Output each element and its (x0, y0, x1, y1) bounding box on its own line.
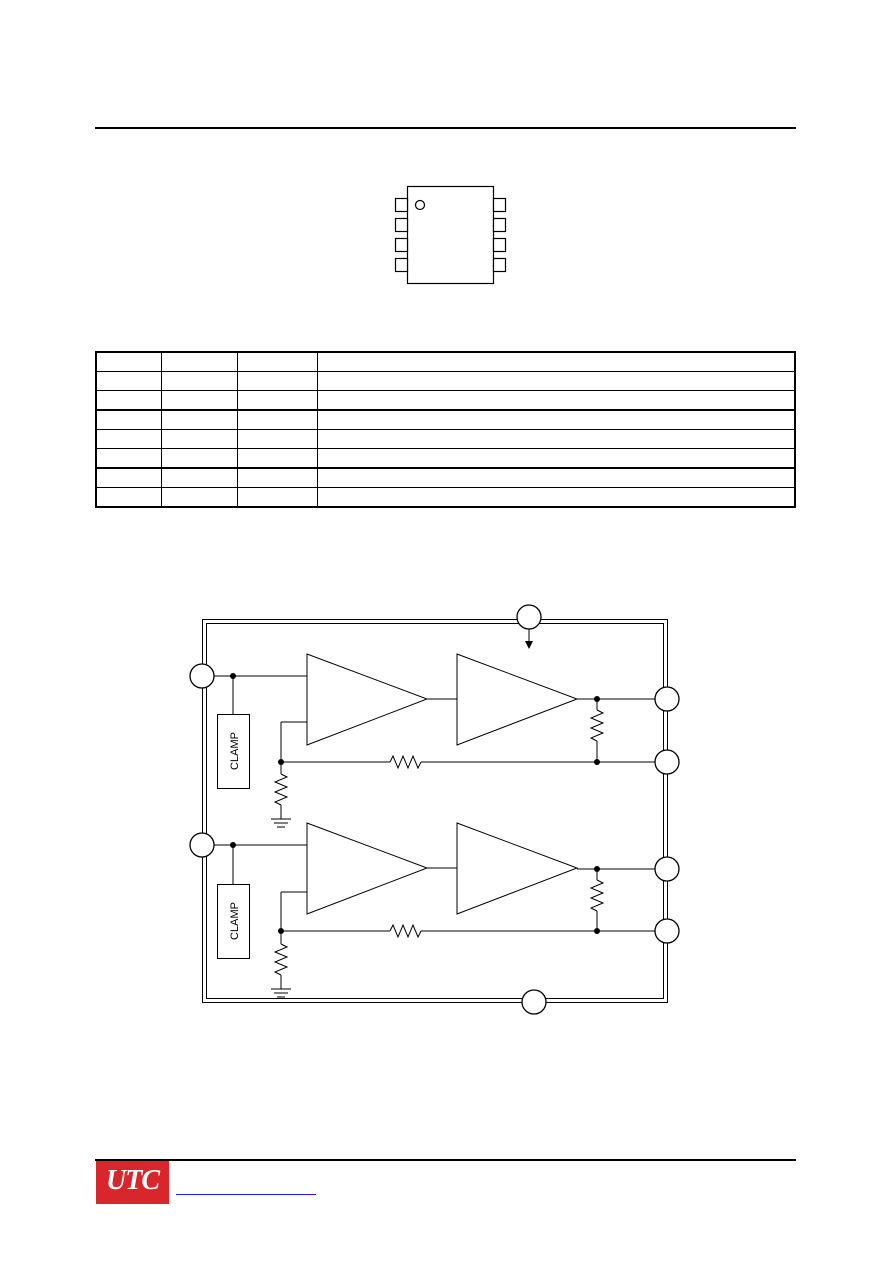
header-rule (95, 127, 796, 129)
table-cell (316, 371, 796, 391)
logo-text: UTC (106, 1165, 160, 1196)
table-cell (236, 467, 318, 488)
junction-dot (594, 759, 600, 765)
table-cell (160, 429, 238, 449)
resistor-icon (389, 923, 422, 939)
amplifier-2b (456, 822, 579, 915)
chip-outline-inner (206, 623, 664, 999)
table-row (95, 487, 796, 508)
table-cell (236, 371, 318, 391)
package-pin (492, 257, 507, 273)
table-cell (160, 390, 238, 411)
table-cell (160, 448, 238, 469)
resistor-icon (589, 709, 605, 742)
utc-logo: UTC (96, 1161, 169, 1204)
table-cell (95, 351, 162, 372)
pin-circle-out2 (654, 856, 680, 882)
pin-circle-gnd (521, 989, 547, 1015)
package-pin (394, 197, 409, 213)
table-cell (95, 409, 162, 430)
table-cell (95, 390, 162, 411)
table-row (95, 390, 796, 411)
table-cell (236, 429, 318, 449)
pin-circle-in2 (189, 832, 215, 858)
package-pin (394, 237, 409, 253)
clamp-label-top: CLAMP (229, 732, 241, 770)
table-cell (160, 409, 238, 430)
table-cell (236, 390, 318, 411)
table-cell (316, 409, 796, 430)
ground-icon (271, 988, 291, 998)
junction-dots (230, 673, 600, 934)
pin-circle-in1 (189, 663, 215, 689)
table-cell (316, 429, 796, 449)
table-row (95, 429, 796, 449)
table-cell (160, 467, 238, 488)
table-cell (316, 390, 796, 411)
table-cell (236, 487, 318, 508)
resistor-icon (273, 943, 289, 976)
package-pins-right (492, 197, 507, 273)
junction-dot (594, 928, 600, 934)
pin-description-table (95, 351, 796, 508)
resistor-icon (273, 773, 289, 806)
junction-dot (230, 842, 236, 848)
pin-circle-fb1 (654, 749, 680, 775)
table-cell (160, 371, 238, 391)
table-row (95, 448, 796, 469)
supply-arrow-icon (525, 629, 533, 649)
package-pin (492, 237, 507, 253)
package-drawing (394, 185, 507, 285)
package-pin (492, 217, 507, 233)
table-cell (95, 487, 162, 508)
clamp-box-top (217, 714, 250, 789)
pin-circle-out1 (654, 686, 680, 712)
junction-dot (278, 759, 284, 765)
footer-link-underline[interactable] (176, 1194, 316, 1195)
package-pin (394, 217, 409, 233)
chip-outline-outer (202, 619, 668, 1003)
table-cell (316, 467, 796, 488)
package-pins-left (394, 197, 409, 273)
ground-icon (271, 818, 291, 828)
table-cell (316, 351, 796, 372)
footer-rule (95, 1159, 796, 1161)
junction-dot (230, 673, 236, 679)
table-cell (95, 371, 162, 391)
junction-dot (594, 696, 600, 702)
table-cell (95, 448, 162, 469)
pin1-marker-icon (414, 199, 426, 211)
table-cell (236, 448, 318, 469)
table-row (95, 371, 796, 391)
resistor-icon (589, 879, 605, 912)
table-cell (236, 409, 318, 430)
junction-dot (594, 866, 600, 872)
amplifier-1a (306, 653, 429, 746)
table-cell (316, 487, 796, 508)
amplifier-1b (456, 653, 579, 746)
table-cell (95, 467, 162, 488)
junction-dot (278, 928, 284, 934)
package-pin (394, 257, 409, 273)
pin-circle-vcc (516, 604, 542, 630)
table-cell (95, 429, 162, 449)
table-cell (316, 448, 796, 469)
table-cell (160, 487, 238, 508)
clamp-box-bottom (217, 884, 250, 959)
table-row (95, 351, 796, 372)
amplifier-2a (306, 822, 429, 915)
pin-circle-fb2 (654, 918, 680, 944)
table-cell (160, 351, 238, 372)
table-cell (236, 351, 318, 372)
resistor-icon (389, 754, 422, 770)
block-diagram: CLAMP CLAMP (189, 604, 680, 1015)
package-pin (492, 197, 507, 213)
clamp-label-bottom: CLAMP (229, 902, 241, 940)
table-row (95, 409, 796, 430)
table-row (95, 467, 796, 488)
